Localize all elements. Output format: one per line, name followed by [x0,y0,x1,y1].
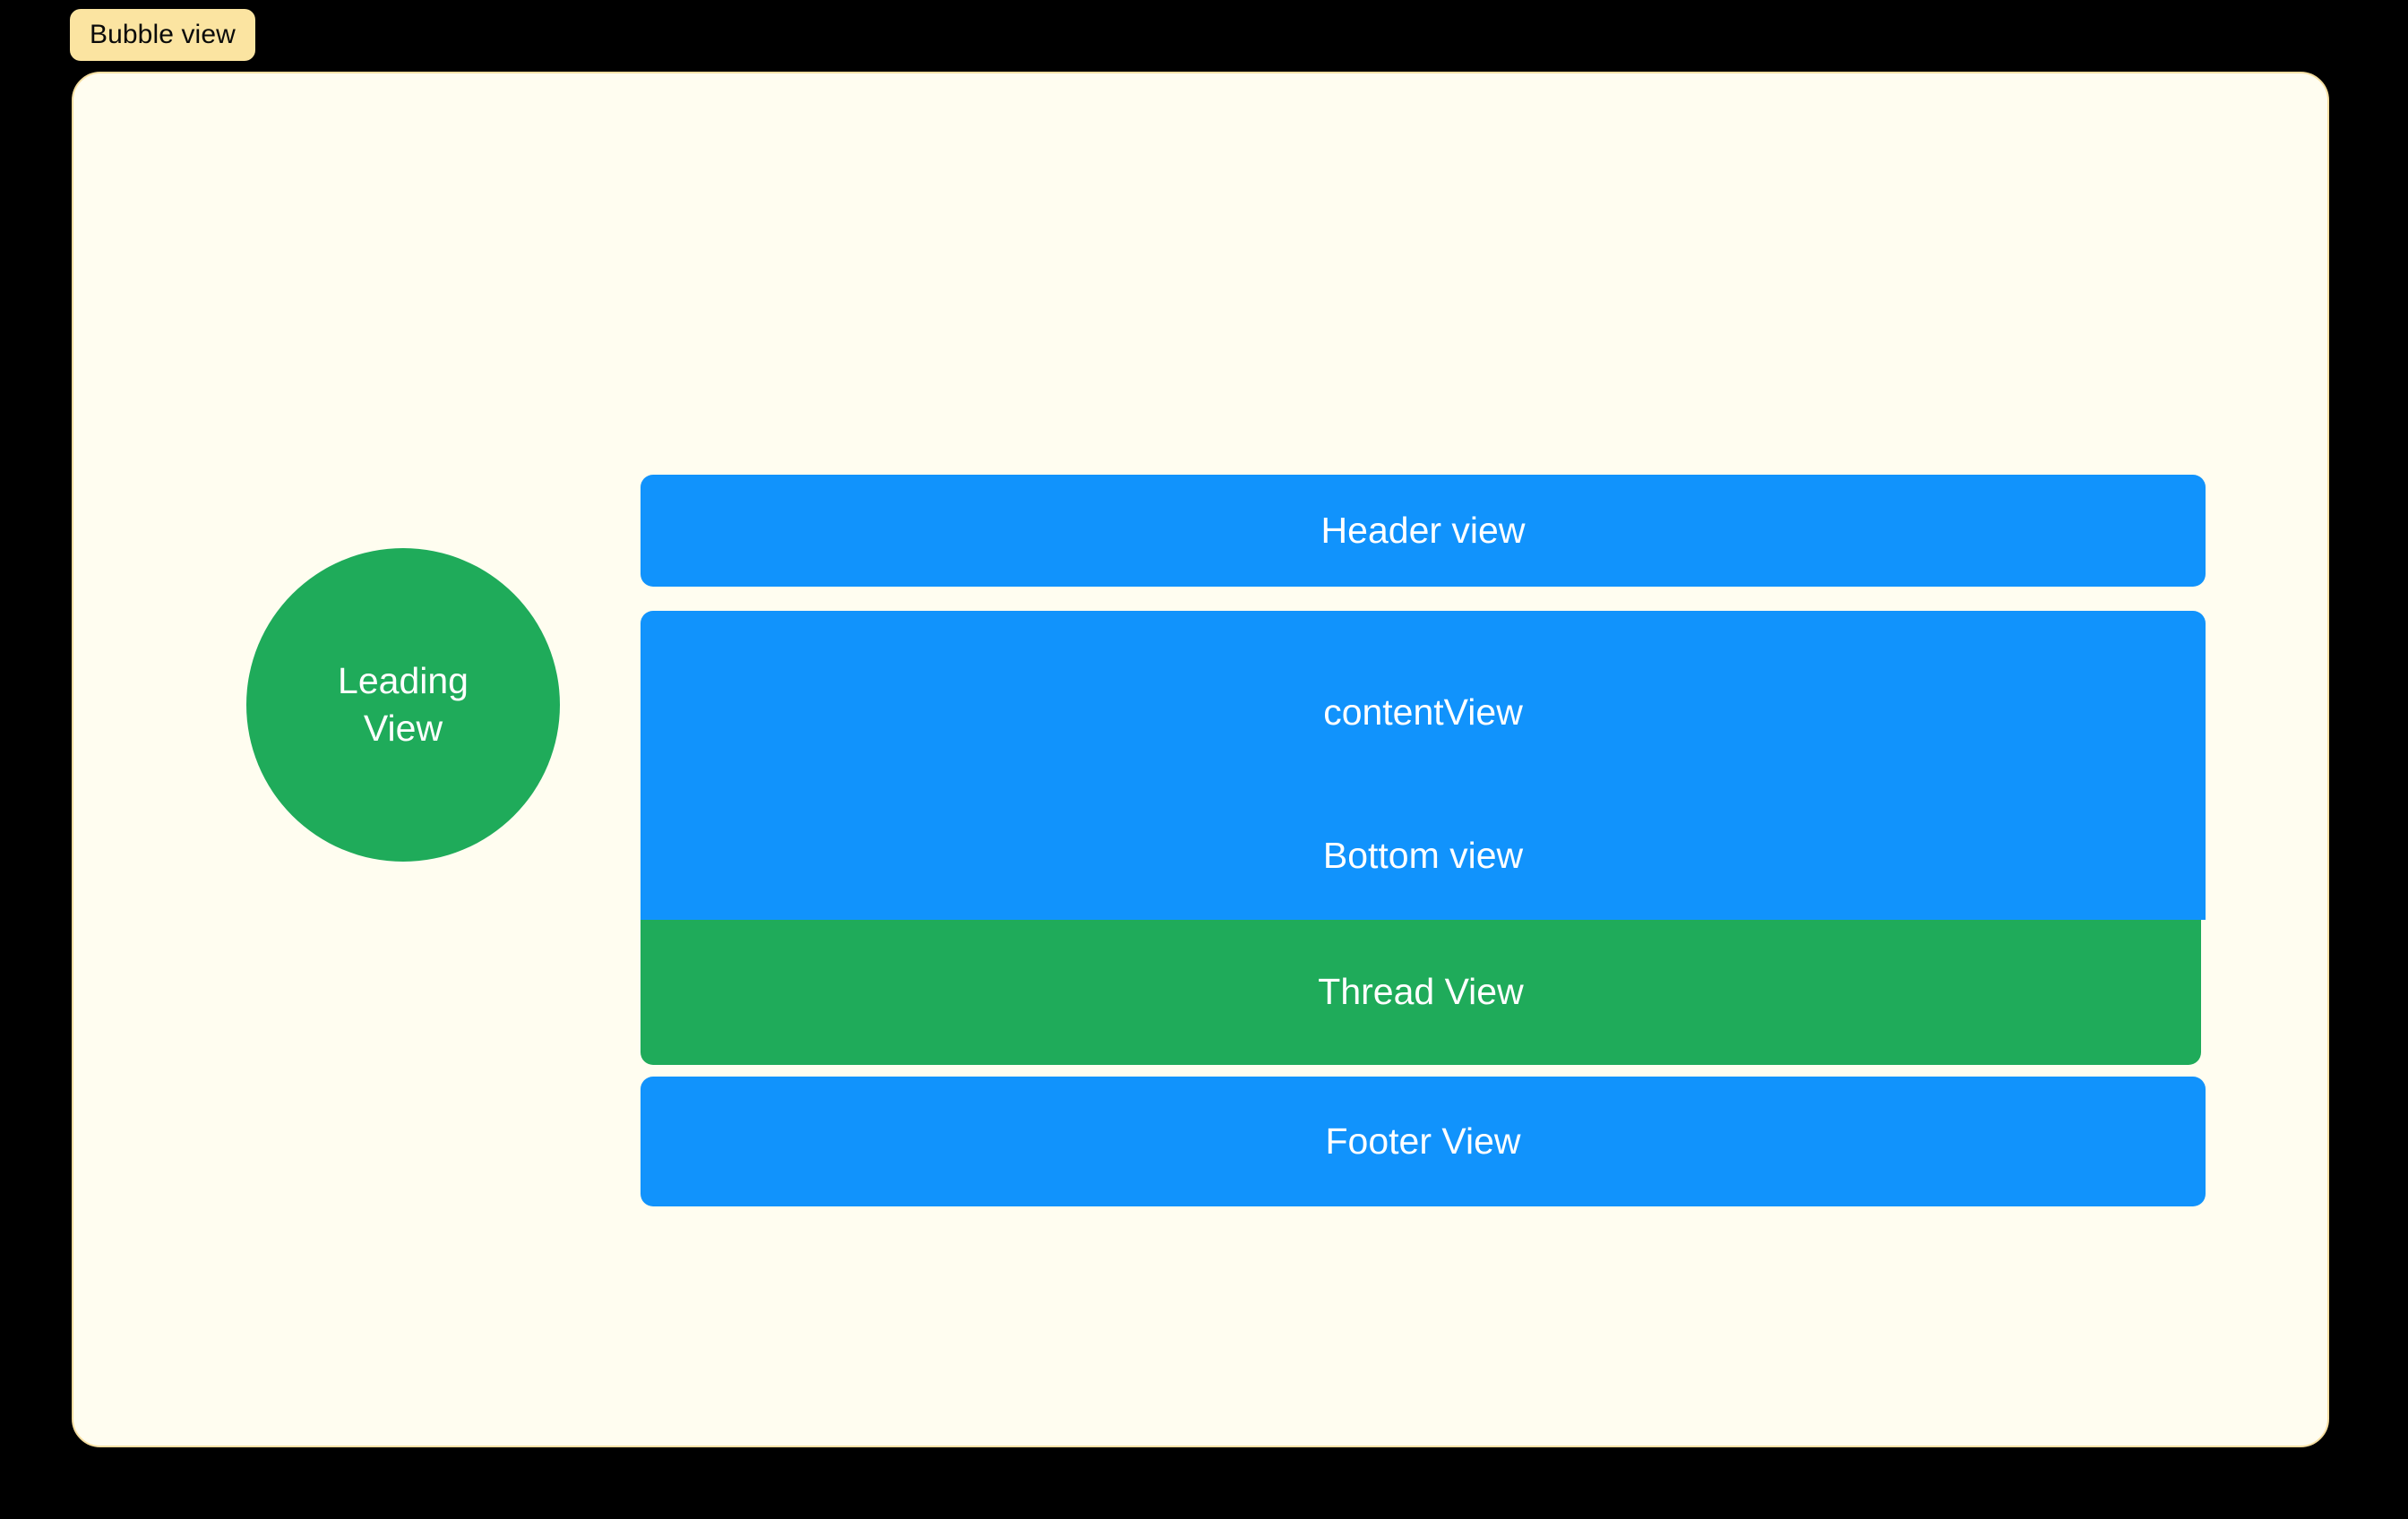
thread-view-block[interactable]: Thread View [641,920,2201,1065]
content-view-block[interactable]: contentView Bottom view [641,611,2206,920]
leading-view-label-line1: Leading [338,659,469,701]
view-stack: Header view contentView Bottom view Thre… [641,475,2206,1206]
bubble-view-badge[interactable]: Bubble view [70,9,255,61]
content-view-label: contentView [1323,691,1523,733]
bubble-view-badge-label: Bubble view [90,20,236,49]
thread-view-label: Thread View [1318,971,1524,1013]
header-view-block[interactable]: Header view [641,475,2206,587]
bottom-view-label: Bottom view [1322,835,1524,876]
footer-view-label: Footer View [1325,1120,1521,1162]
leading-view-label-line2: View [363,708,443,749]
leading-view-circle[interactable]: Leading View [246,548,560,862]
header-view-label: Header view [1320,509,1526,551]
footer-view-block[interactable]: Footer View [641,1077,2206,1206]
bubble-view-card: Leading View Header view contentView Bot… [72,72,2329,1447]
